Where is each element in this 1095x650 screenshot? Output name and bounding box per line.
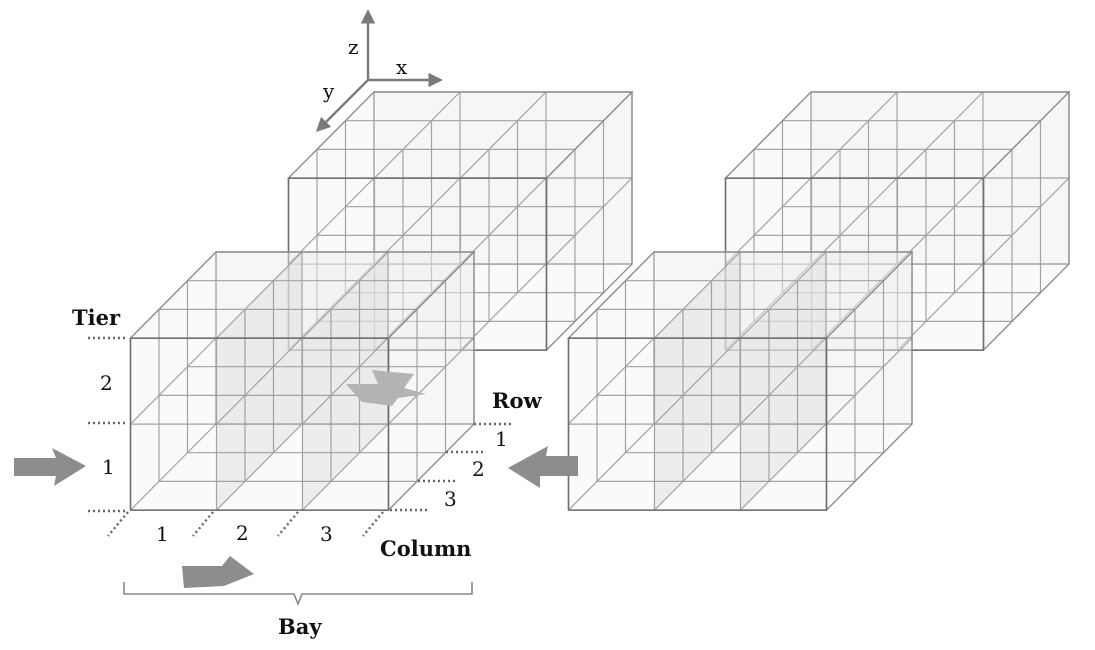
grid-line — [725, 177, 812, 265]
grid-line — [568, 423, 655, 511]
grid-line — [388, 337, 475, 425]
grid-line — [811, 91, 898, 179]
grid-line — [302, 423, 389, 511]
column-label: Column — [380, 536, 471, 561]
block-face — [129, 337, 390, 511]
grid-line — [811, 177, 898, 265]
z-axis-label: z — [348, 35, 359, 59]
grid-line — [460, 263, 547, 351]
grid-line — [740, 251, 827, 339]
container-block-back-right — [724, 90, 1071, 352]
row-guides — [390, 422, 514, 512]
column-number-1: 1 — [156, 522, 169, 546]
grid-line — [216, 423, 303, 511]
grid-line — [654, 251, 741, 339]
row-number-1: 1 — [495, 427, 508, 451]
container-block-front-right — [567, 250, 914, 512]
grid-line — [374, 263, 461, 351]
tier-number-2: 2 — [100, 371, 113, 395]
column-number-2: 2 — [236, 521, 249, 545]
row-number-2: 2 — [472, 457, 485, 481]
bay-brace — [123, 582, 473, 607]
row-label: Row — [492, 388, 542, 413]
y-axis — [315, 79, 369, 133]
tier-label: Tier — [72, 305, 121, 330]
grid-line — [130, 337, 217, 425]
grid-line — [654, 423, 741, 511]
grid-line — [374, 91, 461, 179]
tier-guides — [88, 336, 128, 513]
top-access-arrow — [346, 370, 426, 406]
bay-label: Bay — [278, 614, 322, 639]
grid-line — [130, 423, 217, 511]
axis-triad: z x y — [315, 9, 443, 133]
grid-line — [374, 177, 461, 265]
row-access-arrow — [508, 446, 578, 488]
grid-line — [546, 177, 633, 265]
grid-line — [302, 337, 389, 425]
block-face — [567, 337, 828, 511]
grid-line — [460, 91, 547, 179]
bay-access-arrow — [182, 556, 254, 588]
grid-line — [826, 337, 913, 425]
y-axis-label: y — [322, 79, 335, 103]
tier-number-1: 1 — [102, 455, 115, 479]
grid-line — [897, 91, 984, 179]
x-axis-label: x — [396, 55, 408, 79]
grid-line — [897, 177, 984, 265]
left-access-arrow — [14, 448, 86, 486]
grid-line — [460, 177, 547, 265]
grid-line — [568, 337, 655, 425]
grid-line — [216, 251, 303, 339]
grid-line — [740, 423, 827, 511]
grid-line — [983, 177, 1070, 265]
row-number-3: 3 — [444, 487, 457, 511]
column-guides — [107, 511, 384, 537]
grid-line — [288, 177, 375, 265]
grid-line — [288, 263, 375, 351]
column-number-3: 3 — [320, 522, 333, 546]
grid-line — [302, 251, 389, 339]
grid-line — [654, 337, 741, 425]
grid-line — [740, 337, 827, 425]
grid-line — [216, 337, 303, 425]
container-block-front-left — [129, 250, 476, 512]
